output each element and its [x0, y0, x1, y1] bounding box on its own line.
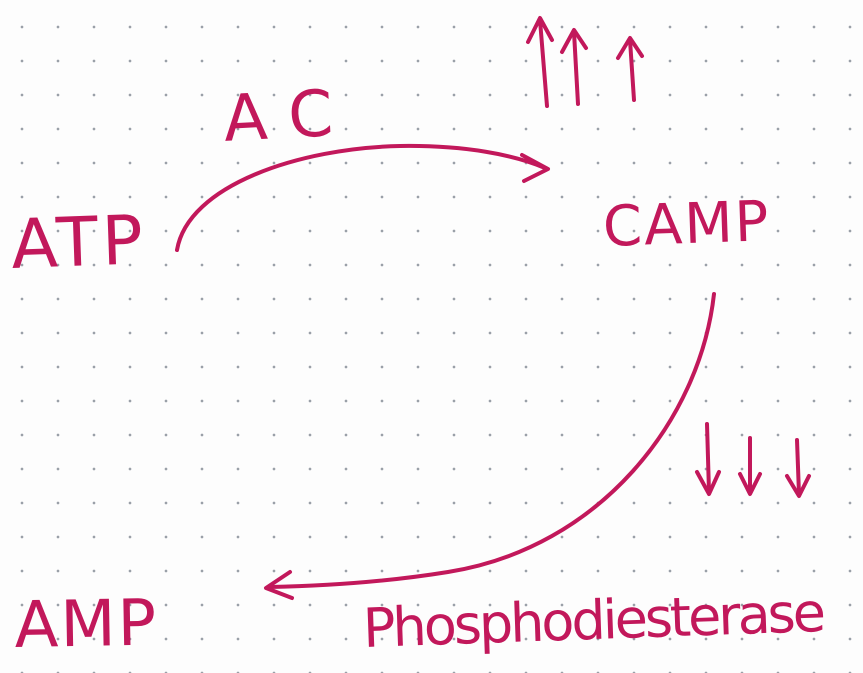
product-label-camp: CAMP — [601, 189, 772, 260]
substrate-label-atp: ATP — [9, 201, 149, 285]
enzyme-label-phosphodiesterase: Phosphodiesterase — [361, 580, 824, 660]
arrow-camp-to-amp — [264, 292, 716, 600]
arrow-atp-to-camp — [175, 143, 550, 252]
enzyme-label-ac: AC — [221, 76, 357, 157]
decrease-arrows-icon — [695, 422, 811, 498]
end-product-label-amp: AMP — [13, 586, 159, 663]
increase-arrows-icon — [526, 16, 644, 108]
